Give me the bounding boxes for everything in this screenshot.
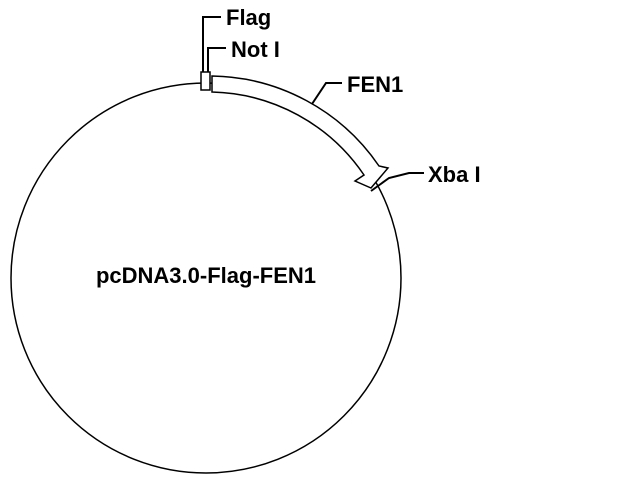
- fen1-label: FEN1: [347, 72, 403, 97]
- not1-leader-line: [207, 47, 226, 72]
- xba1-leader-line: [370, 172, 424, 192]
- flag-tag-box: [200, 71, 211, 91]
- fen1-leader-line: [311, 82, 342, 105]
- flag-leader-line: [202, 16, 221, 72]
- xba1-label: Xba I: [428, 162, 481, 187]
- fen1-insert-arrow: [211, 75, 390, 189]
- not1-label: Not I: [231, 37, 280, 62]
- plasmid-name-label: pcDNA3.0-Flag-FEN1: [96, 263, 316, 288]
- flag-label: Flag: [226, 5, 271, 30]
